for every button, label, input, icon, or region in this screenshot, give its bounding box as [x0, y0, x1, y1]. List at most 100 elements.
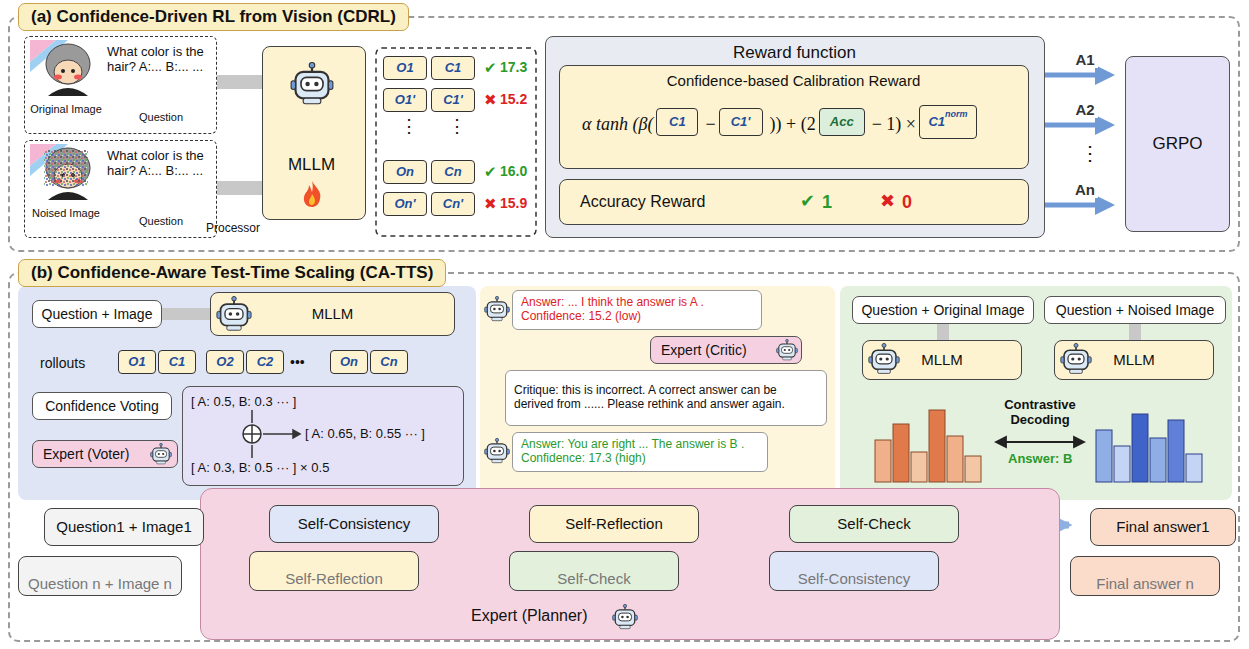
text-label: ••• — [290, 354, 305, 370]
output-box: On — [383, 160, 427, 184]
node-text: MLLM — [921, 351, 963, 368]
node-text: MLLM — [263, 155, 360, 175]
stage-card: Self-Consistency — [269, 505, 439, 543]
node-text: Expert (Critic) — [661, 342, 747, 358]
check-region — [840, 286, 1232, 500]
consistency-region — [18, 286, 476, 500]
node-text: Answer: ... I think the answer is A . — [521, 296, 704, 310]
final-card: Final answer n — [1070, 556, 1220, 596]
input-card: Question n + Image n — [18, 556, 182, 596]
node-text: On' — [394, 197, 415, 212]
histogram — [1096, 414, 1202, 482]
input-box: Question + Original Image — [852, 296, 1034, 324]
output-box: O1 — [383, 56, 427, 80]
reward-function-box: Reward functionConfidence-based Calibrat… — [545, 36, 1045, 238]
connector-arrow — [1045, 123, 1110, 128]
formula-term: C1norm — [919, 105, 977, 139]
node-text: O1 — [128, 355, 145, 370]
expert-box: Expert (Critic) — [650, 336, 802, 364]
output-box: On — [330, 350, 368, 374]
expert-box: Expert (Voter) — [32, 440, 178, 468]
text-label: 1 — [822, 192, 832, 213]
mllm-model: MLLM — [1054, 340, 1214, 380]
node-text: Self-Reflection — [565, 515, 663, 532]
node-text: Expert (Voter) — [43, 446, 129, 462]
node-text: Question + Image — [42, 306, 153, 322]
node-text: Self-Consistency — [798, 570, 911, 587]
node-text: C1 — [928, 115, 945, 130]
node-text: Expert (Planner) — [471, 607, 641, 625]
node-text: Accuracy Reward — [580, 193, 780, 211]
node-text: Confidence: 15.2 (low) — [521, 310, 641, 324]
step-box: Confidence Voting — [32, 392, 172, 420]
text-label: 17.3 — [500, 59, 527, 75]
node-text: Final answer1 — [1116, 518, 1209, 535]
stage-card: Self-Reflection — [529, 505, 699, 543]
text-label: ✔ — [484, 59, 497, 76]
node-text: O1 — [396, 61, 413, 76]
node-text: norm — [945, 109, 968, 119]
node-text: O1' — [395, 93, 415, 108]
answer-bubble: Answer: You are right ... The answer is … — [512, 432, 768, 472]
stage-card: Self-Reflection — [249, 551, 419, 591]
text-label: ⋮ — [1080, 142, 1100, 165]
node-text: [ A: 0.5, B: 0.3 ··· ] — [191, 395, 441, 410]
confidence-box: C1 — [431, 56, 475, 80]
input-group: Original Image What color is the hair? A:… — [24, 36, 217, 134]
node-text: Final answer n — [1096, 575, 1194, 592]
node-text: Answer: You are right ... The answer is … — [521, 438, 744, 452]
confidence-box: Cn — [431, 160, 475, 184]
critique-bubble: Critique: this is incorrect. A correct a… — [505, 370, 827, 426]
connector-arrow — [217, 181, 262, 195]
node-text: C2 — [257, 355, 274, 370]
output-box: On' — [383, 192, 427, 216]
text-label: ✔ — [484, 163, 497, 180]
confidence-box: C2 — [246, 350, 284, 374]
output-box: O2 — [206, 350, 244, 374]
answer-bubble: Answer: ... I think the answer is A .Con… — [512, 290, 762, 330]
node-text: Self-Reflection — [285, 570, 383, 587]
text-label: 15.2 — [500, 91, 527, 107]
text-label: α tanh (β( — [582, 114, 653, 135]
node-text: Confidence Voting — [45, 398, 159, 414]
node-text: O2 — [216, 355, 233, 370]
input-card: Question1 + Image1 — [44, 508, 204, 546]
edge-label: A2 — [1072, 101, 1097, 118]
node-text: [ A: 0.3, B: 0.5 ··· ] × 0.5 — [191, 461, 451, 476]
accuracy-reward-box: Accuracy Reward — [559, 179, 1029, 225]
edge-label: A1 — [1072, 51, 1097, 68]
text-label: 15.9 — [500, 195, 527, 211]
text-label: Contrastive Decoding — [990, 398, 1090, 428]
input-box: Question + Image — [32, 300, 162, 328]
output-box: O1' — [383, 88, 427, 112]
reflection-region — [480, 286, 835, 500]
text-label: ✔ — [800, 191, 815, 212]
node-text: Noised Image — [27, 207, 105, 220]
original-image — [30, 40, 100, 96]
node-text: Original Image — [27, 103, 105, 116]
text-label: ✖ — [484, 195, 497, 212]
text-label: ✖ — [484, 91, 497, 108]
node-text: MLLM — [312, 305, 354, 322]
rollout-group — [376, 48, 536, 236]
node-text: Confidence: 17.3 (high) — [521, 452, 646, 466]
confidence-box: Cn' — [431, 192, 475, 216]
histogram — [875, 410, 981, 482]
connector-arrow — [1129, 324, 1141, 340]
node-text: Question + Original Image — [861, 302, 1024, 318]
node-text: C1 — [669, 115, 686, 130]
text-label: − 1) × — [872, 114, 916, 135]
node-text: MLLM — [1113, 351, 1155, 368]
text-label: 0 — [902, 192, 912, 213]
input-group: Noised ImageWhat color is the hair? A:..… — [24, 140, 217, 238]
node-text: Cn — [444, 165, 461, 180]
voting-box: [ A: 0.5, B: 0.3 ··· ][ A: 0.65, B: 0.55… — [182, 386, 464, 486]
node-text: What color is the hair? A:... B:... ... — [107, 45, 211, 75]
mllm-model: MLLM — [262, 46, 366, 220]
node-text: Self-Check — [837, 515, 910, 532]
text-label: ⋮ — [448, 116, 466, 137]
grpo-box: GRPO — [1125, 56, 1230, 232]
node-text: C1 — [445, 61, 462, 76]
node-text: On — [396, 165, 414, 180]
node-text: Question + Noised Image — [1056, 302, 1214, 318]
